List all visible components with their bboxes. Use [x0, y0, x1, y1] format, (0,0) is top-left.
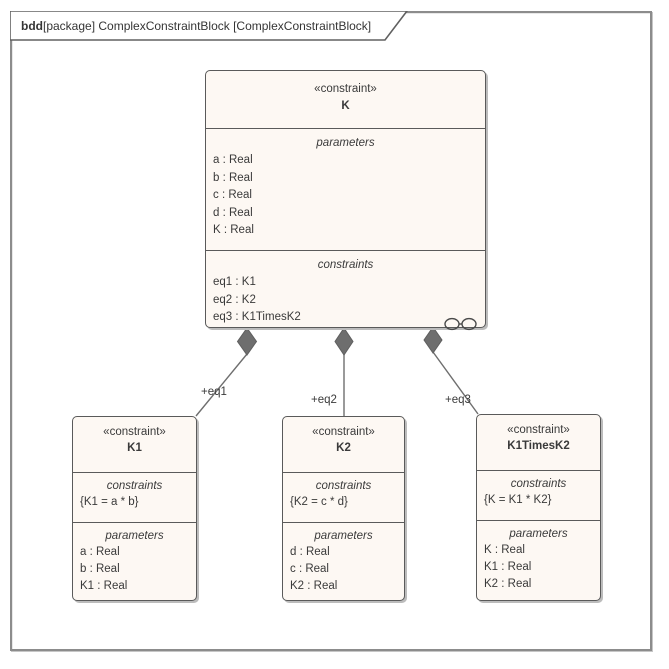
- block-name: K: [341, 100, 350, 112]
- constraint-block-k[interactable]: «constraint» K parameters a : Real b : R…: [205, 70, 486, 331]
- stereotype-label: «constraint»: [507, 424, 570, 436]
- parameters-compartment: parameters a : Real b : Real K1 : Real: [73, 522, 196, 608]
- composition-connector-eq3[interactable]: [423, 326, 479, 415]
- block-header: «constraint» K1: [73, 417, 196, 472]
- connector-role-label-eq1[interactable]: +eq1: [201, 386, 227, 398]
- constraints-compartment: constraints eq1 : K1 eq2 : K2 eq3 : K1Ti…: [206, 250, 485, 338]
- constraints-compartment: constraints {K = K1 * K2}: [477, 470, 600, 520]
- parameter-item: a : Real: [80, 546, 120, 558]
- parameter-item: d : Real: [290, 546, 330, 558]
- connector-role-label-eq3[interactable]: +eq3: [445, 394, 471, 406]
- block-header: «constraint» K2: [283, 417, 404, 472]
- constraints-compartment: constraints {K2 = c * d}: [283, 472, 404, 522]
- block-name: K2: [336, 442, 351, 454]
- constraints-compartment: constraints {K1 = a * b}: [73, 472, 196, 522]
- constraint-item: {K = K1 * K2}: [484, 494, 552, 506]
- constraint-item: eq2 : K2: [213, 293, 256, 306]
- constraint-block-k2[interactable]: «constraint» K2 constraints {K2 = c * d}…: [282, 416, 405, 601]
- compartment-label: parameters: [316, 137, 375, 149]
- parameter-item: K2 : Real: [290, 580, 338, 592]
- parameter-item: K2 : Real: [484, 578, 532, 590]
- connector-role-label-eq2[interactable]: +eq2: [311, 394, 337, 406]
- parameter-item: K : Real: [213, 224, 254, 236]
- constraint-item: eq1 : K1: [213, 276, 256, 288]
- compartment-label: parameters: [105, 530, 164, 542]
- parameter-item: a : Real: [213, 154, 253, 166]
- compartment-label: constraints: [317, 259, 374, 271]
- constraint-item: {K2 = c * d}: [290, 496, 348, 508]
- compartment-label: constraints: [510, 478, 567, 490]
- compartment-label: parameters: [314, 530, 373, 542]
- parameter-item: c : Real: [213, 189, 252, 201]
- block-header: «constraint» K1TimesK2: [477, 415, 600, 470]
- stereotype-label: «constraint»: [103, 426, 166, 438]
- composition-diamond-icon: [236, 327, 258, 356]
- parameter-item: K : Real: [484, 544, 525, 556]
- compartment-label: parameters: [509, 528, 568, 540]
- constraint-block-k1timesk2[interactable]: «constraint» K1TimesK2 constraints {K = …: [476, 414, 601, 601]
- parameters-compartment: parameters d : Real c : Real K2 : Real: [283, 522, 404, 608]
- composition-diamond-icon: [423, 326, 443, 354]
- composition-connector-eq1[interactable]: [195, 327, 258, 417]
- parameter-item: b : Real: [213, 171, 253, 184]
- composition-diamond-icon: [334, 327, 354, 356]
- composition-connector-eq2[interactable]: [334, 327, 354, 416]
- diagram-title: bdd[package] ComplexConstraintBlock [Com…: [21, 19, 371, 33]
- block-header: «constraint» K: [206, 71, 485, 128]
- frame-tab-shape: [10, 11, 409, 41]
- block-name: K1: [127, 442, 142, 454]
- parameter-item: c : Real: [290, 563, 329, 575]
- parameter-item: b : Real: [80, 563, 120, 575]
- diagram-kind-label: bdd: [21, 19, 43, 33]
- compartment-label: constraints: [315, 480, 372, 492]
- constraint-item: {K1 = a * b}: [80, 496, 139, 508]
- compartment-label: constraints: [106, 480, 163, 492]
- block-name: K1TimesK2: [507, 440, 570, 452]
- parameter-item: K1 : Real: [484, 561, 532, 573]
- parameter-item: K1 : Real: [80, 580, 128, 592]
- parameters-compartment: parameters K : Real K1 : Real K2 : Real: [477, 520, 600, 606]
- stereotype-label: «constraint»: [314, 83, 377, 95]
- parameter-item: d : Real: [213, 206, 253, 219]
- composite-structure-icon: [444, 317, 477, 331]
- parameters-compartment: parameters a : Real b : Real c : Real d …: [206, 128, 485, 250]
- stereotype-label: «constraint»: [312, 426, 375, 438]
- frame-title-tab: [10, 11, 409, 41]
- constraint-block-k1[interactable]: «constraint» K1 constraints {K1 = a * b}…: [72, 416, 197, 601]
- diagram-title-text: [package] ComplexConstraintBlock [Comple…: [43, 19, 372, 33]
- constraint-item: eq3 : K1TimesK2: [213, 311, 301, 323]
